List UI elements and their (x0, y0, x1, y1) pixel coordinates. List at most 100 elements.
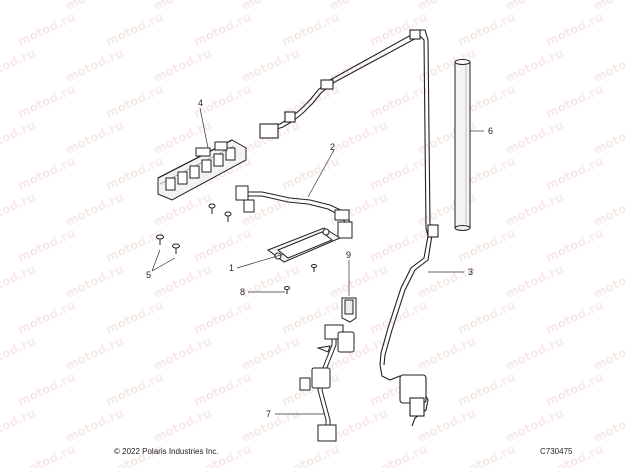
watermark-text: motod.ru (591, 46, 625, 85)
callout-2: 2 (330, 142, 335, 152)
watermark-text: motod.ru (367, 154, 429, 193)
watermark-text: motod.ru (455, 442, 517, 468)
watermark-text: motod.ru (543, 298, 605, 337)
watermark-text: motod.ru (15, 442, 77, 468)
callout-7: 7 (266, 409, 271, 419)
watermark-text: motod.ru (191, 226, 253, 265)
watermark-text: motod.ru (591, 406, 625, 445)
watermark-text: motod.ru (151, 334, 213, 373)
watermark-text: motod.ru (151, 406, 213, 445)
watermark-text: motod.ru (239, 262, 301, 301)
watermark-text: motod.ru (327, 0, 389, 13)
watermark-text: motod.ru (279, 442, 341, 468)
watermark-text: motod.ru (279, 154, 341, 193)
watermark-text: motod.ru (327, 406, 389, 445)
watermark-text: motod.ru (415, 0, 477, 13)
watermark-text: motod.ru (591, 262, 625, 301)
watermark-text: motod.ru (503, 334, 565, 373)
part-8-screws (284, 264, 317, 294)
watermark-text: motod.ru (15, 82, 77, 121)
callout-1: 1 (229, 263, 234, 273)
watermark-text: motod.ru (327, 118, 389, 157)
watermark-text: motod.ru (239, 46, 301, 85)
watermark-text: motod.ru (455, 370, 517, 409)
watermark-text: motod.ru (0, 0, 38, 13)
watermark-text: motod.ru (503, 190, 565, 229)
watermark-text: motod.ru (327, 262, 389, 301)
watermark-text: motod.ru (239, 0, 301, 13)
callout-9: 9 (346, 250, 351, 260)
watermark-text: motod.ru (455, 298, 517, 337)
watermark-text: motod.ru (151, 0, 213, 13)
watermark-text: motod.ru (63, 190, 125, 229)
watermark-text: motod.ru (0, 406, 38, 445)
watermark-text: motod.ru (503, 118, 565, 157)
part-2-harness (235, 185, 353, 239)
watermark-text: motod.ru (455, 226, 517, 265)
watermark-text: motod.ru (0, 46, 38, 85)
watermark-text: motod.ru (503, 46, 565, 85)
watermark-text: motod.ru (543, 370, 605, 409)
watermark-text: motod.ru (367, 442, 429, 468)
copyright-text: © 2022 Polaris Industries Inc. (114, 447, 219, 456)
watermark-text: motod.ru (503, 262, 565, 301)
watermark-text: motod.ru (367, 82, 429, 121)
part-9-clip (341, 297, 357, 323)
callout-8: 8 (240, 287, 245, 297)
watermark-text: motod.ru (503, 0, 565, 13)
watermark-text: motod.ru (103, 154, 165, 193)
watermark-text: motod.ru (63, 262, 125, 301)
watermark-text: motod.ru (15, 370, 77, 409)
figure-id: C730475 (540, 447, 573, 456)
watermark-text: motod.ru (279, 370, 341, 409)
watermark-text: motod.ru (63, 46, 125, 85)
watermark-text: motod.ru (15, 226, 77, 265)
watermark-text: motod.ru (103, 82, 165, 121)
watermark-text: motod.ru (15, 154, 77, 193)
callout-4: 4 (198, 98, 203, 108)
watermark-text: motod.ru (239, 334, 301, 373)
part-6-sleeve (454, 59, 471, 231)
watermark-text: motod.ru (367, 226, 429, 265)
watermark-text: motod.ru (0, 190, 38, 229)
watermark-text: motod.ru (591, 334, 625, 373)
watermark-text: motod.ru (543, 82, 605, 121)
watermark-text: motod.ru (327, 190, 389, 229)
watermark-text: motod.ru (543, 226, 605, 265)
watermark-text: motod.ru (63, 334, 125, 373)
watermark-text: motod.ru (63, 406, 125, 445)
callout-labels: 4 2 6 3 1 5 8 9 7 (146, 98, 493, 419)
watermark-text: motod.ru (151, 262, 213, 301)
callout-6: 6 (488, 126, 493, 136)
watermark-text: motod.ru (103, 298, 165, 337)
watermark-text: motod.ru (191, 10, 253, 49)
watermark-text: motod.ru (367, 10, 429, 49)
watermark-text: motod.ru (543, 10, 605, 49)
watermark-text: motod.ru (591, 118, 625, 157)
watermark-text: motod.ru (503, 406, 565, 445)
watermark-text: motod.ru (151, 46, 213, 85)
watermark-text: motod.ru (591, 190, 625, 229)
watermark-text: motod.ru (279, 10, 341, 49)
watermark-text: motod.ru (191, 370, 253, 409)
part-4-fuse-block (157, 139, 247, 201)
watermark-text: motod.ru (15, 298, 77, 337)
watermark-text: motod.ru (191, 298, 253, 337)
watermark-text: motod.ru (103, 370, 165, 409)
watermark-text: motod.ru (0, 118, 38, 157)
leader-lines (151, 107, 484, 415)
watermark-text: motod.ru (63, 118, 125, 157)
watermark-text: motod.ru (367, 298, 429, 337)
watermark-text: motod.ru (15, 10, 77, 49)
part-5-screws (156, 203, 232, 254)
watermark-text: motod.ru (0, 262, 38, 301)
part-7-harness (299, 324, 355, 442)
watermark-text: motod.ru (415, 334, 477, 373)
watermark-text: motod.ru (63, 0, 125, 13)
watermark-text: motod.ru (0, 334, 38, 373)
part-3-harness (259, 29, 439, 427)
watermark-text: motod.ru (103, 10, 165, 49)
callout-3: 3 (468, 267, 473, 277)
watermark-text: motod.ru (455, 10, 517, 49)
